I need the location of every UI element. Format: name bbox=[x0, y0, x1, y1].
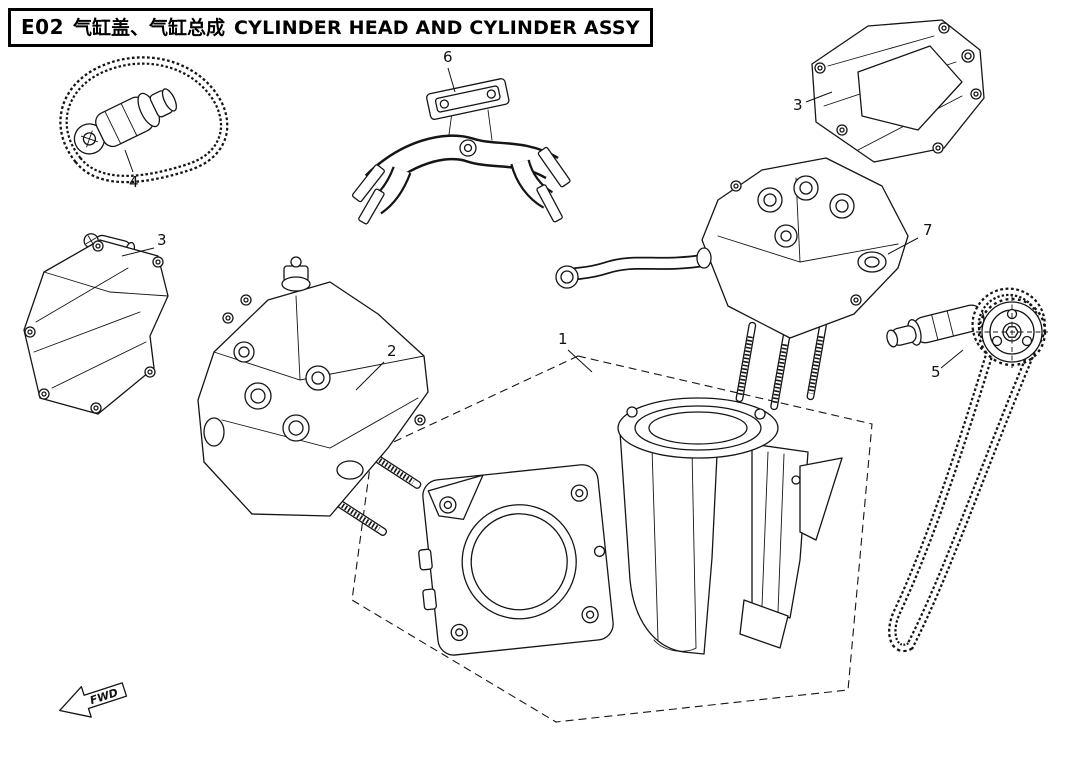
stud bbox=[770, 329, 791, 411]
cylinder-top-flange bbox=[617, 397, 779, 459]
breather-hose bbox=[555, 253, 708, 289]
callout-3-right: 3 bbox=[793, 96, 803, 114]
callout-1: 1 bbox=[558, 330, 568, 348]
timing-chain-tensioner bbox=[59, 56, 229, 184]
stud bbox=[806, 321, 827, 401]
leader-4 bbox=[124, 149, 134, 173]
cylinder-block bbox=[418, 464, 614, 656]
cylinder-head-cover-left bbox=[23, 233, 169, 415]
cylinder-head-cover-right bbox=[811, 19, 985, 163]
stud bbox=[735, 321, 757, 403]
leader-2 bbox=[355, 361, 385, 391]
leader-3-left bbox=[121, 247, 155, 257]
leader-3-right bbox=[805, 91, 833, 103]
title-box: E02 气缸盖、气缸总成 CYLINDER HEAD AND CYLINDER … bbox=[8, 8, 653, 47]
leader-6 bbox=[447, 67, 456, 93]
cam-sprocket bbox=[976, 296, 1048, 368]
callout-5: 5 bbox=[931, 363, 941, 381]
chain-tensioner bbox=[73, 88, 178, 155]
spark-plug-cap bbox=[281, 256, 311, 292]
title-english: CYLINDER HEAD AND CYLINDER ASSY bbox=[234, 17, 640, 39]
leader-1 bbox=[567, 349, 593, 373]
callout-6: 6 bbox=[443, 48, 453, 66]
title-chinese: 气缸盖、气缸总成 bbox=[73, 17, 226, 39]
map-sensor-boss bbox=[459, 139, 477, 157]
camshaft-sprocket-chain bbox=[886, 287, 1048, 653]
diagram-code: E02 bbox=[21, 15, 64, 39]
intake-manifold bbox=[351, 78, 571, 225]
cam-chain-tower bbox=[751, 443, 809, 619]
callout-7: 7 bbox=[923, 221, 933, 239]
leader-5 bbox=[940, 349, 964, 369]
leader-7 bbox=[887, 237, 919, 255]
cylinder-head-assy-right bbox=[555, 157, 909, 411]
callout-3-left: 3 bbox=[157, 231, 167, 249]
cylinder-body bbox=[617, 397, 843, 655]
intake-bracket bbox=[426, 78, 510, 120]
cylinder-head-assy-left bbox=[197, 256, 429, 536]
callout-2: 2 bbox=[387, 342, 397, 360]
camshaft bbox=[886, 304, 985, 348]
callout-4: 4 bbox=[129, 173, 139, 191]
fwd-arrow: FWD bbox=[59, 682, 128, 718]
cylinder-bore bbox=[461, 504, 577, 620]
